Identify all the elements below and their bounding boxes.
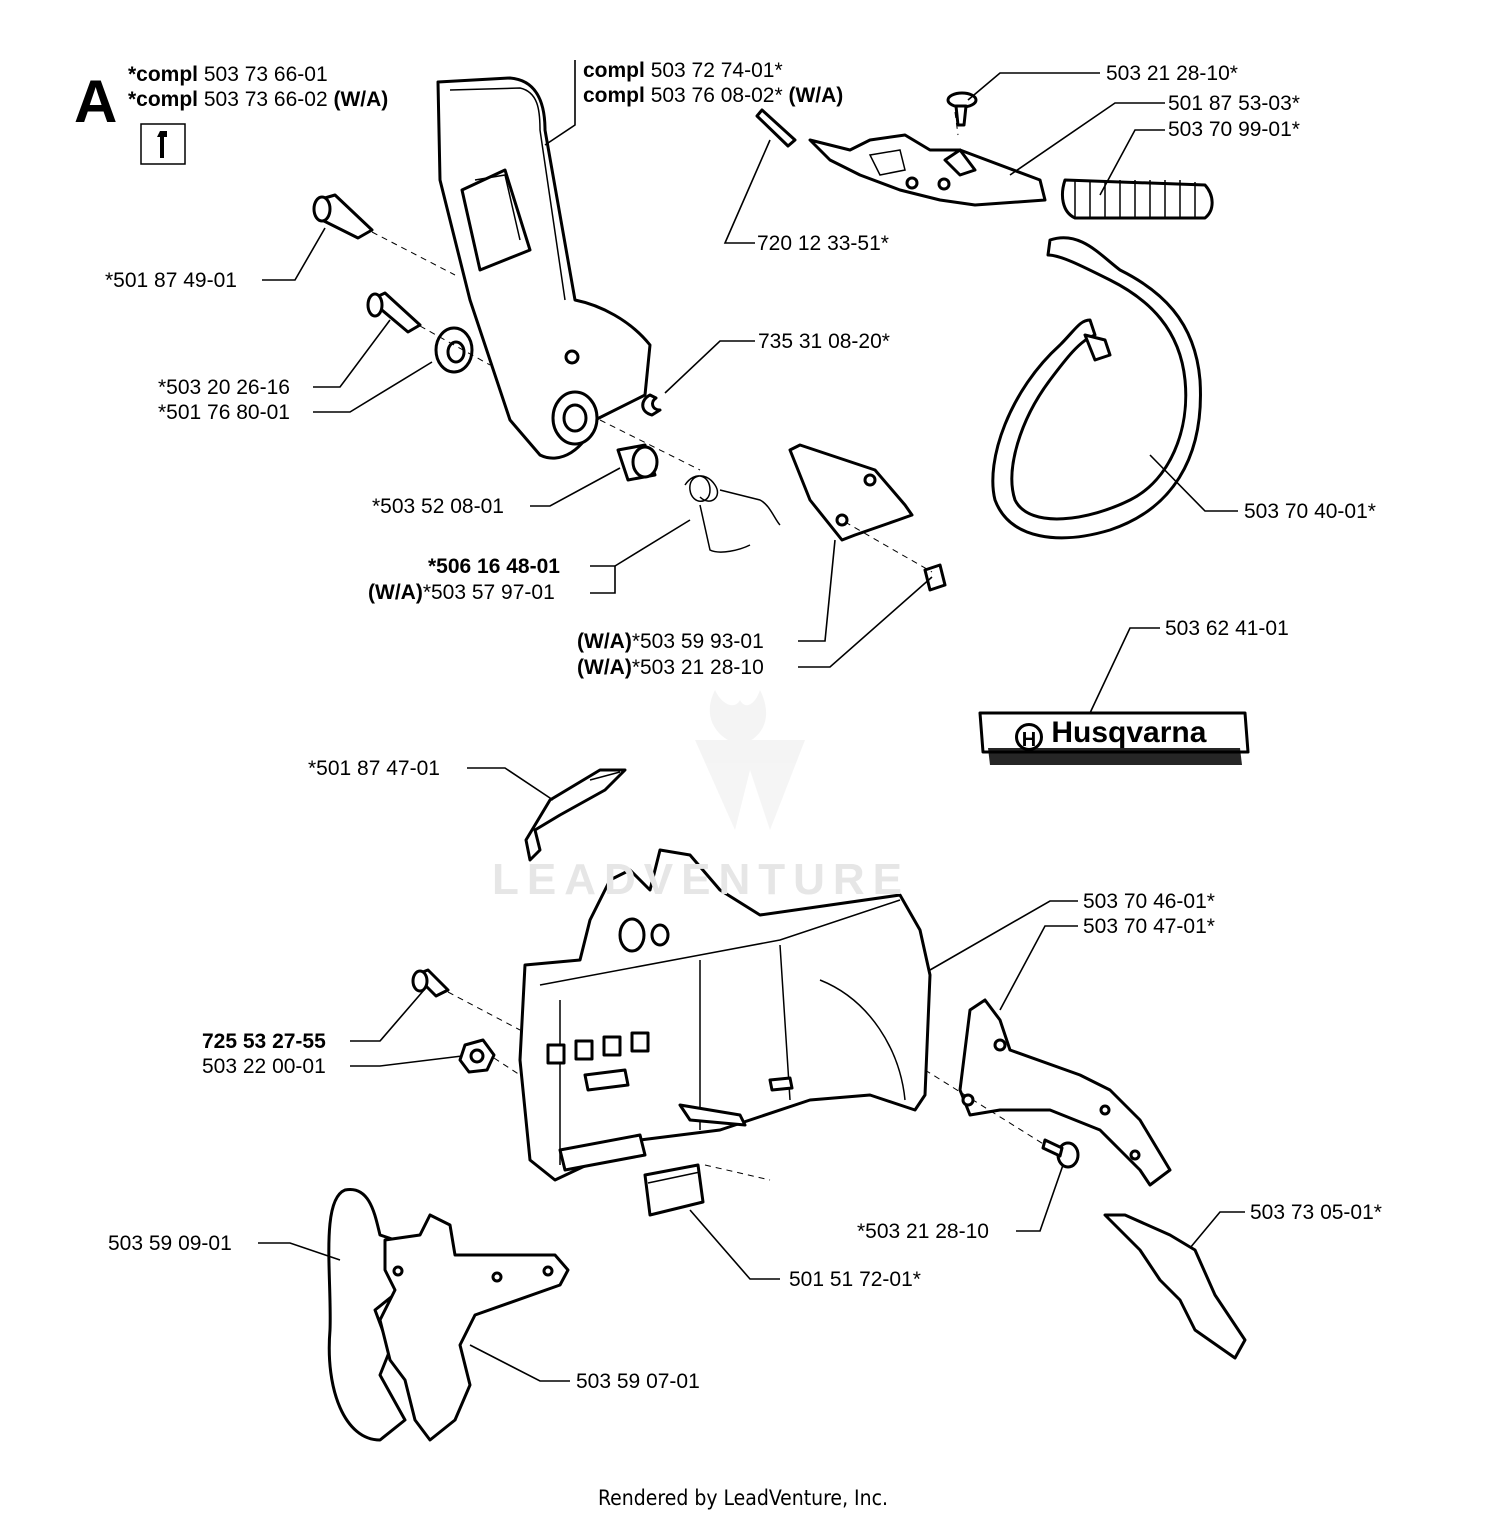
label-501-76-80-01: *501 76 80-01	[158, 401, 290, 424]
label-503-22-00-01: 503 22 00-01	[202, 1055, 326, 1078]
label-503-70-99-01: 503 70 99-01*	[1168, 118, 1300, 141]
label-503-59-93-01: (W/A)*503 59 93-01	[577, 629, 764, 654]
part-503-59-93-01: *503 59 93-01	[631, 630, 764, 653]
brake-band-part	[991, 236, 1202, 540]
compl-b2-tag: (W/A)	[788, 84, 844, 107]
label-compl-b1: compl 503 72 74-01*	[583, 58, 783, 83]
torsion-spring-part	[684, 475, 781, 553]
footer-credit: Rendered by LeadVenture, Inc.	[598, 1486, 888, 1510]
pad-part	[643, 1163, 705, 1217]
catcher-screw-part	[1041, 1138, 1080, 1169]
label-compl-b2: compl 503 76 08-02* (W/A)	[583, 83, 843, 108]
part-503-57-97-01: *503 57 97-01	[422, 581, 555, 604]
label-compl-a2: *compl 503 73 66-02 (W/A)	[128, 87, 388, 112]
section-letter: A	[74, 68, 118, 135]
cover-screw-part	[411, 968, 450, 998]
watermark-logo-icon	[695, 690, 805, 830]
husqvarna-logo-icon: H	[1015, 723, 1043, 751]
label-720-12-33-51: 720 12 33-51*	[757, 232, 889, 255]
coil-spring-part	[1061, 178, 1214, 220]
label-503-21-28-10-lower: *503 21 28-10	[857, 1220, 989, 1243]
compl-b2-number: 503 76 08-02*	[650, 84, 783, 107]
label-506-16-48-01: *506 16 48-01	[428, 554, 560, 579]
wrench-icon	[140, 123, 186, 165]
label-501-87-47-01: *501 87 47-01	[308, 757, 440, 780]
label-503-59-07-01: 503 59 07-01	[576, 1370, 700, 1393]
label-503-57-97-01: (W/A)*503 57 97-01	[368, 580, 555, 605]
compl-a1-bold: *compl	[128, 63, 199, 86]
part-503-21-28-10-wa: *503 21 28-10	[631, 656, 764, 679]
cover-plate-part	[788, 443, 914, 542]
brake-lever-part	[808, 133, 1047, 207]
hand-guard-part	[436, 76, 652, 460]
alignment-lines	[371, 111, 1046, 1181]
compl-b1-number: 503 72 74-01*	[650, 59, 783, 82]
clutch-cover-part	[518, 848, 932, 1182]
bolt-part	[312, 193, 374, 240]
chain-catcher-part	[958, 998, 1172, 1187]
compl-b1-bold: compl	[583, 59, 645, 82]
decal-part	[978, 711, 1250, 765]
leader-lines	[258, 60, 1245, 1382]
label-503-52-08-01: *503 52 08-01	[372, 495, 504, 518]
tag-wa-503-59-93-01: (W/A)	[577, 630, 632, 653]
label-501-51-72-01: 501 51 72-01*	[789, 1268, 921, 1291]
pin-part	[755, 108, 797, 148]
compl-a1-number: 503 73 66-01	[203, 63, 328, 86]
bushing-part	[616, 443, 659, 482]
label-compl-a1: *compl 503 73 66-01	[128, 62, 328, 87]
label-503-70-47-01: 503 70 47-01*	[1083, 915, 1215, 938]
tag-wa-503-57-97-01: (W/A)	[368, 581, 423, 604]
label-735-31-08-20: 735 31 08-20*	[758, 330, 890, 353]
top-screw-part	[946, 91, 978, 127]
tag-wa-503-21-28-10: (W/A)	[577, 656, 632, 679]
decal-brand-text: Husqvarna	[1051, 716, 1207, 749]
label-503-70-40-01: 503 70 40-01*	[1244, 500, 1376, 523]
clip-part	[524, 768, 627, 862]
label-501-87-53-03: 501 87 53-03*	[1168, 92, 1300, 115]
compl-a2-bold: *compl	[128, 88, 199, 111]
compl-a2-number: 503 73 66-02	[203, 88, 328, 111]
circlip-part	[641, 393, 662, 417]
decal-brand: H Husqvarna	[1015, 716, 1206, 751]
label-503-70-46-01: 503 70 46-01*	[1083, 890, 1215, 913]
label-503-59-09-01: 503 59 09-01	[108, 1232, 232, 1255]
part-725-53-27-55: 725 53 27-55	[202, 1030, 326, 1053]
screw-small-part	[923, 563, 947, 592]
plate-part	[1103, 1213, 1247, 1360]
washer-part	[434, 326, 474, 374]
label-503-73-05-01: 503 73 05-01*	[1250, 1201, 1382, 1224]
compl-a2-tag: (W/A)	[333, 88, 389, 111]
label-503-62-41-01: 503 62 41-01	[1165, 617, 1289, 640]
part-506-16-48-01: *506 16 48-01	[428, 555, 560, 578]
nut-part	[458, 1038, 496, 1074]
label-503-21-28-10-top: 503 21 28-10*	[1106, 62, 1238, 85]
bumper-plate-part	[378, 1213, 570, 1442]
label-725-53-27-55: 725 53 27-55	[202, 1029, 326, 1054]
label-503-21-28-10-wa: (W/A)*503 21 28-10	[577, 655, 764, 680]
watermark-text: LEADVENTURE	[492, 855, 911, 904]
label-503-20-26-16: *503 20 26-16	[158, 376, 290, 399]
label-501-87-49-01: *501 87 49-01	[105, 269, 237, 292]
compl-b2-bold: compl	[583, 84, 645, 107]
screw-part	[366, 291, 422, 334]
